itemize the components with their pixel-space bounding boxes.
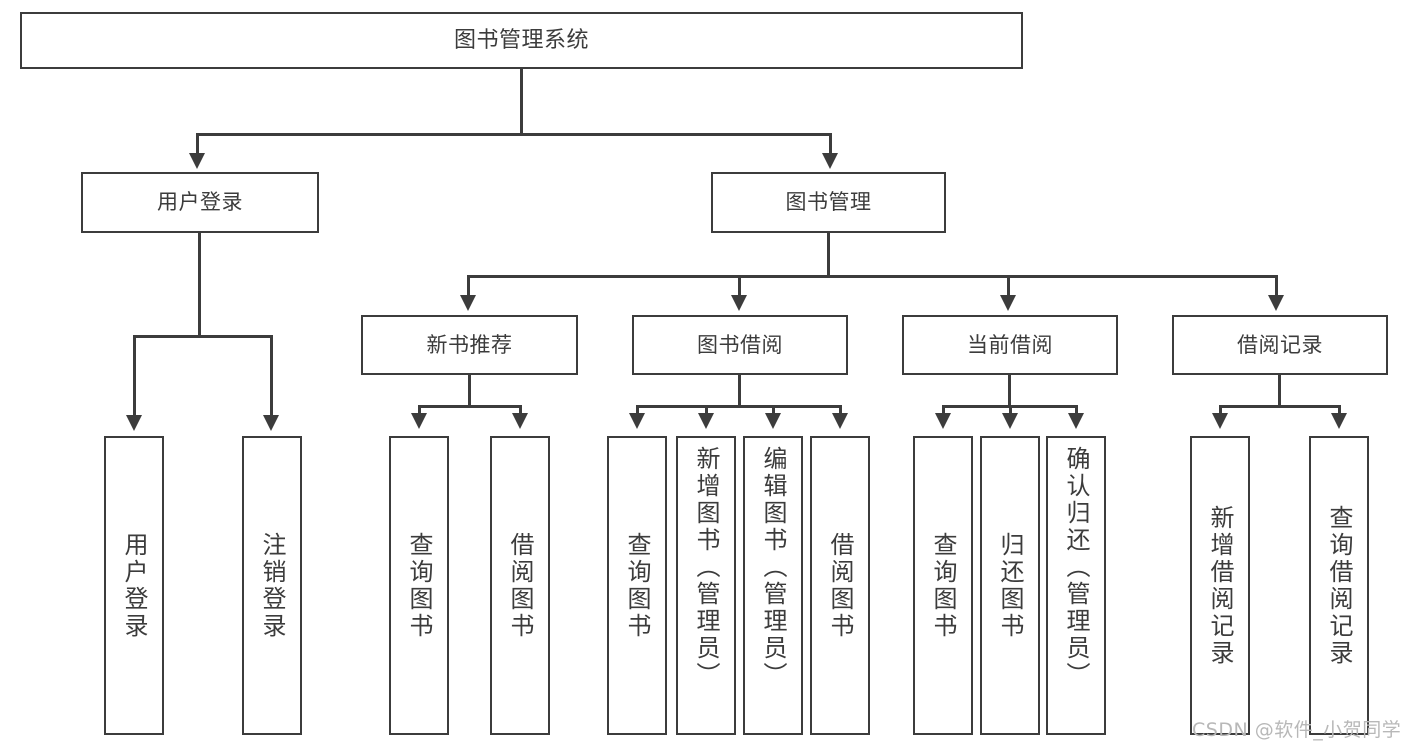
connector-borrow-record-stem — [1278, 375, 1281, 407]
connector-book-borrow-drop-1 — [636, 405, 639, 415]
leaf-user-login[interactable]: 用户登录 — [104, 436, 164, 735]
node-label: 新增借阅记录 — [1206, 504, 1234, 667]
node-label: 当前借阅 — [967, 332, 1053, 357]
node-label: 用户登录 — [120, 531, 148, 640]
arrow-to-borrow-record — [1268, 295, 1284, 311]
connector-current-borrow-drop-3 — [1075, 405, 1078, 415]
connector-to-borrow-record — [1275, 275, 1278, 297]
connector-current-borrow-drop-2 — [1009, 405, 1012, 415]
connector-to-book-management — [829, 133, 832, 155]
leaf-logout[interactable]: 注销登录 — [242, 436, 302, 735]
connector-to-user-login — [196, 133, 199, 155]
leaf-query-book-new[interactable]: 查询图书 — [389, 436, 449, 735]
connector-book-management-stem — [827, 233, 830, 277]
connector-current-borrow-drop-1 — [942, 405, 945, 415]
connector-to-book-borrow — [738, 275, 741, 297]
arrow-to-book-borrow — [731, 295, 747, 311]
connector-root-stem — [520, 69, 523, 135]
connector-new-book-drop-2 — [519, 405, 522, 415]
leaf-query-borrow-record[interactable]: 查询借阅记录 — [1309, 436, 1369, 735]
connector-to-new-book — [467, 275, 470, 297]
node-label: 注销登录 — [258, 531, 286, 640]
csdn-watermark: CSDN @软件_小贺同学 — [1192, 719, 1402, 741]
leaf-borrow-book-borrow[interactable]: 借阅图书 — [810, 436, 870, 735]
connector-book-borrow-drop-2 — [705, 405, 708, 415]
arrow-to-leaf-borrow-book-2 — [832, 413, 848, 429]
arrow-to-user-login — [189, 153, 205, 169]
connector-new-book-drop-1 — [418, 405, 421, 415]
node-label: 图书借阅 — [697, 332, 783, 357]
leaf-borrow-book-new[interactable]: 借阅图书 — [490, 436, 550, 735]
leaf-add-borrow-record[interactable]: 新增借阅记录 — [1190, 436, 1250, 735]
connector-new-book-stem — [468, 375, 471, 407]
connector-book-borrow-stem — [738, 375, 741, 407]
connector-current-borrow-stem — [1008, 375, 1011, 407]
arrow-to-leaf-query-record — [1331, 413, 1347, 429]
connector-borrow-record-drop-1 — [1219, 405, 1222, 415]
node-borrow-record[interactable]: 借阅记录 — [1172, 315, 1388, 375]
node-label: 新增图书（管理员） — [692, 446, 720, 689]
arrow-to-new-book — [460, 295, 476, 311]
connector-book-borrow-drop-3 — [772, 405, 775, 415]
connector-new-book-bus — [418, 405, 522, 408]
node-label: 用户登录 — [157, 190, 243, 215]
node-label: 查询图书 — [623, 531, 651, 640]
connector-borrow-record-bus — [1219, 405, 1341, 408]
connector-user-login-bus — [133, 335, 273, 338]
leaf-query-book-current[interactable]: 查询图书 — [913, 436, 973, 735]
arrow-to-leaf-borrow-book-1 — [512, 413, 528, 429]
leaf-add-book-admin[interactable]: 新增图书（管理员） — [676, 436, 736, 735]
arrow-to-leaf-user-login — [126, 415, 142, 431]
connector-root-bus — [196, 133, 832, 136]
arrow-to-book-management — [822, 153, 838, 169]
node-label: 查询图书 — [405, 531, 433, 640]
arrow-to-leaf-confirm-return — [1068, 413, 1084, 429]
arrow-to-leaf-query-book-1 — [411, 413, 427, 429]
connector-book-management-bus — [467, 275, 1278, 278]
node-label: 新书推荐 — [426, 332, 513, 357]
node-current-borrow[interactable]: 当前借阅 — [902, 315, 1118, 375]
connector-user-login-right-drop — [270, 335, 273, 417]
node-label: 编辑图书（管理员） — [759, 446, 787, 689]
node-label: 确认归还（管理员） — [1062, 446, 1090, 689]
arrow-to-leaf-logout — [263, 415, 279, 431]
node-label: 图书管理 — [785, 190, 872, 215]
node-book-borrow[interactable]: 图书借阅 — [632, 315, 848, 375]
node-book-management[interactable]: 图书管理 — [711, 172, 946, 233]
node-root-book-management-system[interactable]: 图书管理系统 — [20, 12, 1023, 69]
node-label: 借阅图书 — [826, 531, 854, 640]
node-label: 借阅图书 — [506, 531, 534, 640]
connector-to-current-borrow — [1007, 275, 1010, 297]
node-user-login[interactable]: 用户登录 — [81, 172, 319, 233]
leaf-confirm-return-admin[interactable]: 确认归还（管理员） — [1046, 436, 1106, 735]
leaf-query-book-borrow[interactable]: 查询图书 — [607, 436, 667, 735]
arrow-to-leaf-query-book-3 — [935, 413, 951, 429]
node-label: 借阅记录 — [1237, 332, 1323, 357]
node-label: 归还图书 — [996, 531, 1024, 640]
node-label: 图书管理系统 — [453, 27, 589, 53]
node-label: 查询借阅记录 — [1325, 504, 1353, 667]
arrow-to-leaf-return-book — [1002, 413, 1018, 429]
connector-borrow-record-drop-2 — [1338, 405, 1341, 415]
connector-user-login-stem — [198, 233, 201, 337]
connector-book-borrow-drop-4 — [839, 405, 842, 415]
arrow-to-leaf-edit-book — [765, 413, 781, 429]
connector-book-borrow-bus — [636, 405, 842, 408]
connector-user-login-left-drop — [133, 335, 136, 417]
node-new-book-recommendation[interactable]: 新书推荐 — [361, 315, 578, 375]
arrow-to-current-borrow — [1000, 295, 1016, 311]
leaf-return-book[interactable]: 归还图书 — [980, 436, 1040, 735]
arrow-to-leaf-add-book — [698, 413, 714, 429]
arrow-to-leaf-query-book-2 — [629, 413, 645, 429]
leaf-edit-book-admin[interactable]: 编辑图书（管理员） — [743, 436, 803, 735]
node-label: 查询图书 — [929, 531, 957, 640]
arrow-to-leaf-add-record — [1212, 413, 1228, 429]
